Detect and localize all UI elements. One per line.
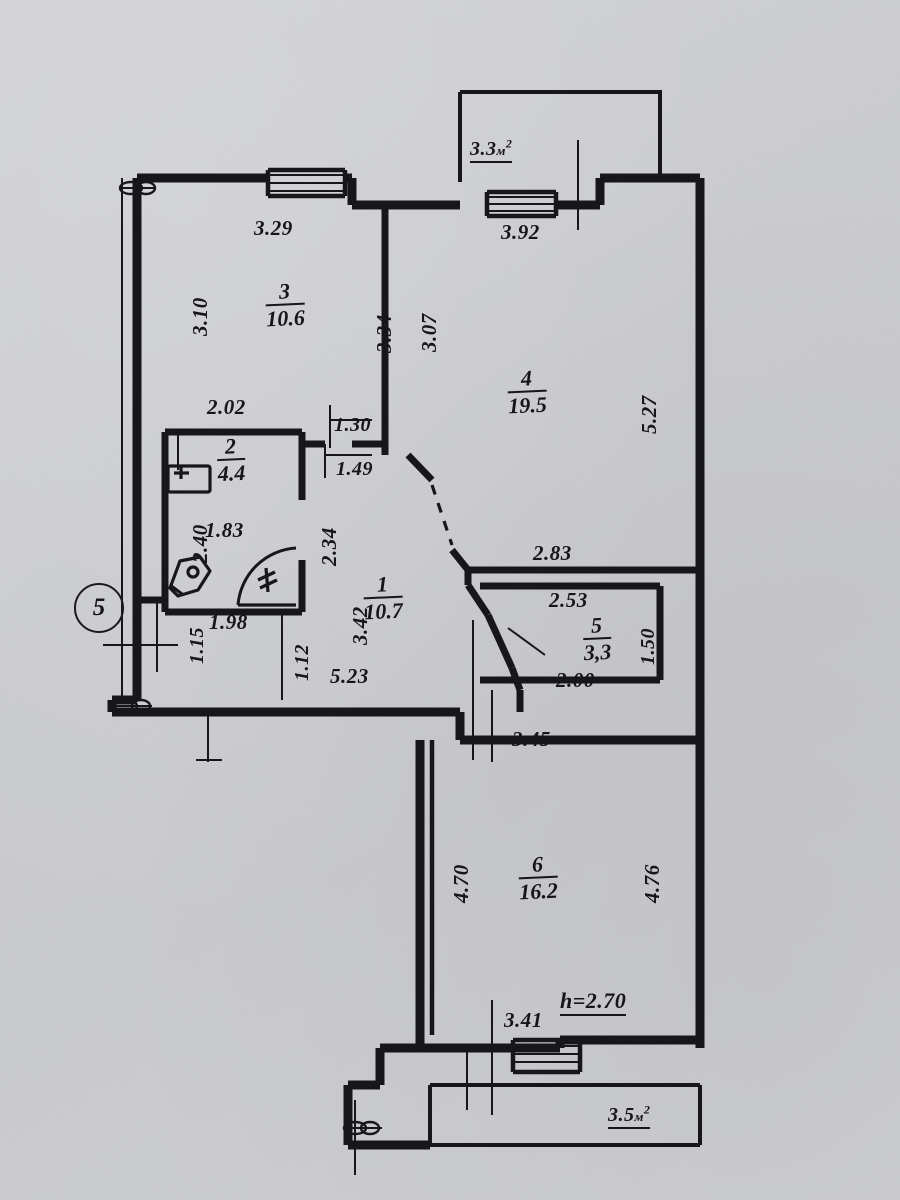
dim-corridor-step: 1.12 <box>291 644 313 681</box>
dim-room2-left: 2.40 <box>188 524 212 563</box>
dim-room2-inner-width: 1.83 <box>205 518 244 542</box>
dim-door-opening-1: 1.30 <box>334 414 371 436</box>
bathroom-door-swing <box>236 546 297 607</box>
dim-room5-top: 2.53 <box>549 588 588 612</box>
dim-corridor-right: 3.07 <box>417 313 441 352</box>
dim-room2-right: 2.34 <box>317 527 341 566</box>
dim-room6-top: 3.45 <box>512 727 551 751</box>
balcony-door-room4 <box>484 189 559 219</box>
room-5-number: 5 <box>582 612 611 641</box>
dim-room5-right: 1.50 <box>637 628 659 665</box>
balcony-top-outline <box>458 90 662 182</box>
dim-room3-left: 3.10 <box>188 297 212 336</box>
door-leaf-glyph <box>257 567 278 593</box>
room-5-area: 3,3 <box>583 638 612 666</box>
dim-room2-top: 2.02 <box>207 395 246 419</box>
balcony-bottom-outline <box>343 1043 702 1150</box>
room-2-number: 2 <box>216 433 245 462</box>
dim-left-jog: 1.15 <box>186 627 208 664</box>
dim-room1-left: 3.42 <box>348 606 372 645</box>
room-tag-5: 5 3,3 <box>582 612 612 666</box>
apartment-number-marker: 5 <box>74 583 124 633</box>
room-tag-6: 6 16.2 <box>517 851 559 905</box>
room-6-number: 6 <box>517 851 558 880</box>
interior-walls <box>137 205 700 1053</box>
dim-room4-top: 3.92 <box>501 220 540 244</box>
room-tag-2: 2 4.4 <box>216 433 246 487</box>
toilet-fixture <box>168 555 212 598</box>
balcony-door-room6 <box>510 1037 583 1075</box>
dim-room3-top: 3.29 <box>254 216 293 240</box>
room-2-area: 4.4 <box>217 459 246 487</box>
balcony-top-area: 3.3м2 <box>470 136 513 163</box>
dim-room6-left: 4.70 <box>449 864 473 903</box>
bathtub-fixture <box>166 464 212 494</box>
balcony-bottom-area: 3.5м2 <box>608 1102 651 1129</box>
room-3-area: 10.6 <box>265 304 306 332</box>
room-3-number: 3 <box>264 278 305 307</box>
room-tag-3: 3 10.6 <box>264 278 306 332</box>
window-room5-mark <box>507 627 546 656</box>
room-4-number: 4 <box>506 365 547 394</box>
room-tag-4: 4 19.5 <box>506 365 548 419</box>
room-4-area: 19.5 <box>507 391 548 419</box>
room-1-number: 1 <box>362 571 403 600</box>
dim-room1-bottom: 5.23 <box>330 664 369 688</box>
dim-room4-right: 5.27 <box>637 395 661 434</box>
dim-door-opening-2: 1.49 <box>336 458 373 480</box>
dim-room2-bottom: 1.98 <box>209 610 248 634</box>
dim-room5-top-outer: 2.83 <box>533 541 572 565</box>
room-6-area: 16.2 <box>518 877 559 905</box>
dim-room3-right: 3.34 <box>372 314 396 353</box>
dim-room5-bottom: 2.00 <box>556 668 595 692</box>
dim-room6-bottom: 3.41 <box>504 1008 543 1032</box>
ceiling-height-note: h=2.70 <box>560 988 627 1016</box>
window-room3 <box>265 167 348 199</box>
dim-room6-right: 4.76 <box>640 864 664 903</box>
